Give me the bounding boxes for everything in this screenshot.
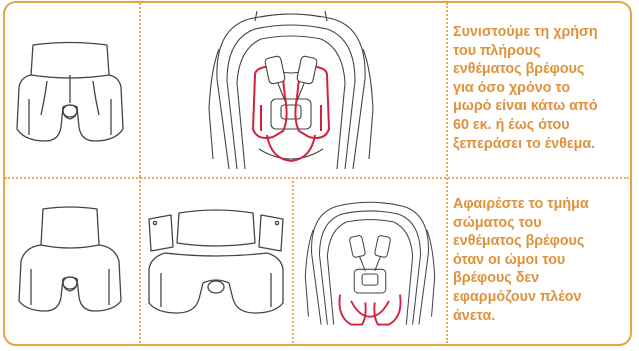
insert-separated-drawing bbox=[143, 207, 289, 317]
column-divider-1 bbox=[139, 3, 141, 177]
instruction-line: Αφαιρέστε το τμήμα bbox=[453, 195, 589, 214]
instruction-line: ενθέματος βρέφους bbox=[453, 232, 589, 251]
full-insert-instruction: Συνιστούμε τη χρήση του πλήρους ενθέματο… bbox=[453, 23, 598, 153]
instruction-line: βρέφους δεν bbox=[453, 269, 589, 288]
column-divider-4 bbox=[292, 177, 294, 343]
instruction-line: σώματος του bbox=[453, 214, 589, 233]
instruction-line: όταν οι ώμοι του bbox=[453, 251, 589, 270]
row-divider bbox=[5, 177, 629, 179]
instruction-line: του πλήρους bbox=[453, 42, 598, 61]
instruction-line: άνετα. bbox=[453, 307, 589, 326]
seat-with-full-insert bbox=[201, 9, 381, 173]
instruction-panel: Συνιστούμε τη χρήση του πλήρους ενθέματο… bbox=[3, 1, 632, 346]
instruction-line: εφαρμόζουν πλέον bbox=[453, 288, 589, 307]
full-insert-drawing bbox=[15, 37, 125, 147]
column-divider-2 bbox=[446, 3, 448, 343]
instruction-line: ενθέματος βρέφους bbox=[453, 60, 598, 79]
full-insert-drawing bbox=[11, 205, 129, 315]
instruction-line: Συνιστούμε τη χρήση bbox=[453, 23, 598, 42]
instruction-line: 60 εκ. ή έως ότου bbox=[453, 116, 598, 135]
instruction-line: για όσο χρόνο το bbox=[453, 79, 598, 98]
instruction-line: ξεπεράσει το ένθεμα. bbox=[453, 135, 598, 154]
body-removal-instruction: Αφαιρέστε το τμήμα σώματος του ενθέματος… bbox=[453, 195, 589, 325]
instruction-line: μωρό είναι κάτω από bbox=[453, 97, 598, 116]
seat-with-body-removed bbox=[299, 183, 441, 343]
column-divider-3 bbox=[139, 177, 141, 343]
